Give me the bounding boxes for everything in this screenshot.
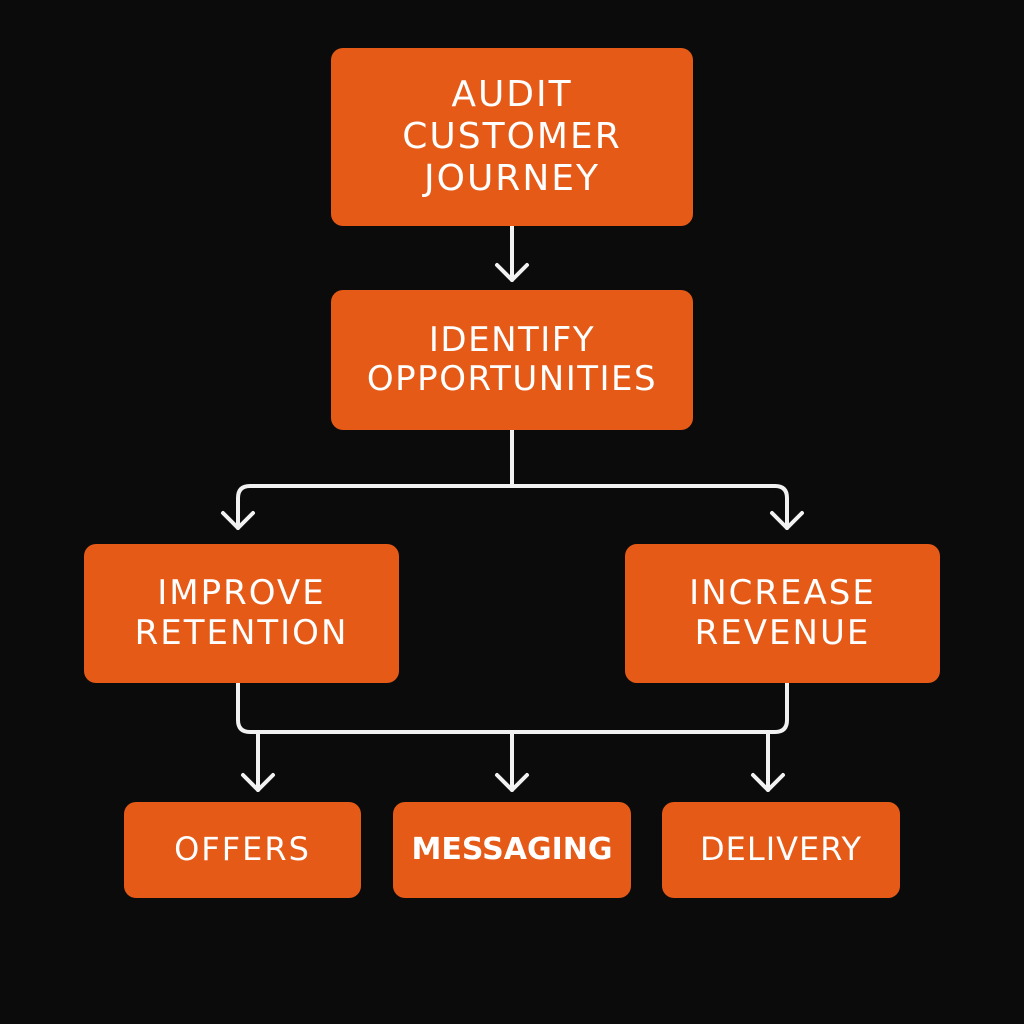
node-audit-customer-journey: AUDIT CUSTOMER JOURNEY	[331, 48, 693, 226]
node-label: INCREASE REVENUE	[689, 573, 876, 653]
node-increase-revenue: INCREASE REVENUE	[625, 544, 940, 683]
connector-merge-bus	[236, 681, 789, 734]
node-label: IMPROVE RETENTION	[134, 573, 349, 653]
node-offers: OFFERS	[124, 802, 361, 898]
node-label: IDENTIFY OPPORTUNITIES	[366, 319, 658, 399]
arrowhead-retention	[221, 511, 255, 530]
arrowhead-messaging	[495, 773, 529, 792]
arrowhead-delivery	[751, 773, 785, 792]
node-delivery: DELIVERY	[662, 802, 900, 898]
node-label: AUDIT CUSTOMER JOURNEY	[402, 74, 622, 199]
node-messaging: MESSAGING	[393, 802, 631, 898]
arrowhead-revenue	[770, 511, 804, 530]
arrowhead-identify	[495, 263, 529, 282]
node-improve-retention: IMPROVE RETENTION	[84, 544, 399, 683]
node-label: MESSAGING	[411, 831, 613, 867]
node-label: DELIVERY	[700, 830, 862, 869]
node-identify-opportunities: IDENTIFY OPPORTUNITIES	[331, 290, 693, 430]
arrowhead-offers	[241, 773, 275, 792]
node-label: OFFERS	[174, 830, 311, 869]
connector-identify-branch	[236, 484, 789, 530]
